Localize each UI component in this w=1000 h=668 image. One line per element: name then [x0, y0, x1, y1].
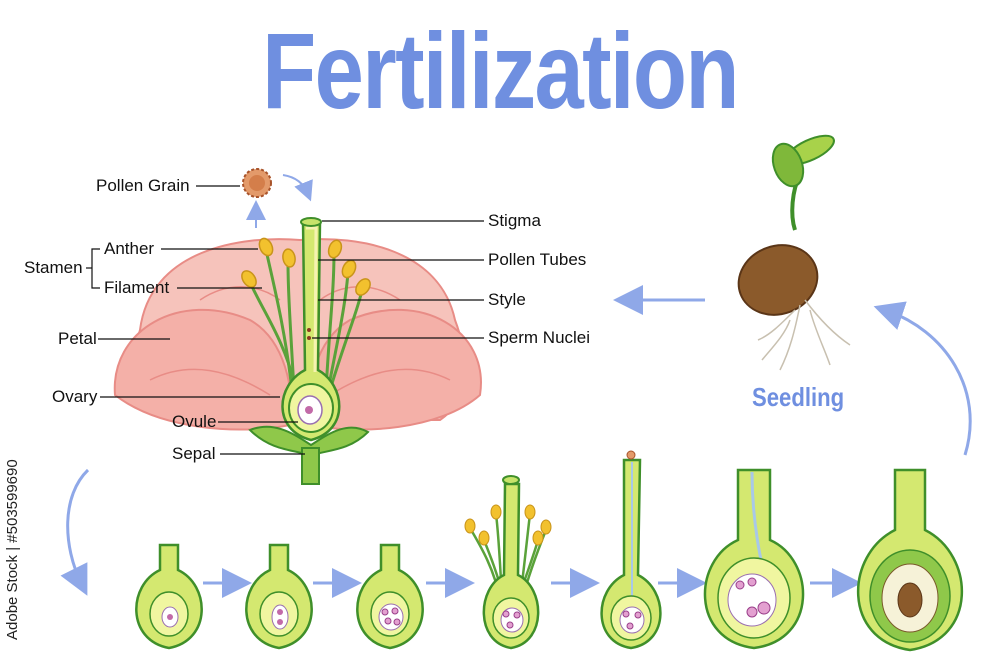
- stage-7-seed: [856, 468, 964, 652]
- label-stigma: Stigma: [488, 211, 541, 230]
- stem: [301, 447, 320, 485]
- label-seedling: Seedling: [752, 382, 845, 412]
- stage-6: [703, 468, 805, 650]
- label-sepal: Sepal: [172, 444, 216, 463]
- label-anther: Anther: [104, 239, 155, 258]
- sepal-shape: [248, 425, 370, 457]
- filaments: [248, 249, 364, 391]
- stage-2: [245, 543, 313, 650]
- stage-3: [356, 543, 424, 650]
- label-pollen-grain: Pollen Grain: [96, 176, 190, 195]
- label-ovary: Ovary: [52, 387, 98, 406]
- stage-4: [464, 475, 552, 650]
- leader-lines: [86, 185, 484, 455]
- label-style: Style: [488, 290, 526, 309]
- arrow-seed-to-seedling: [873, 301, 972, 456]
- label-pollen-tubes: Pollen Tubes: [488, 250, 587, 269]
- page-title: Fertilization: [262, 10, 739, 131]
- label-filament: Filament: [104, 278, 170, 297]
- label-ovule: Ovule: [172, 412, 217, 431]
- flower: [113, 217, 482, 485]
- pollen-arrow-right: [282, 174, 313, 202]
- pollen-grain-icon: [242, 168, 272, 198]
- label-stamen: Stamen: [24, 258, 83, 277]
- label-petal: Petal: [58, 329, 97, 348]
- stage-5: [600, 450, 662, 650]
- arrow-flower-to-stages: [60, 468, 90, 596]
- stage-1: [135, 543, 203, 650]
- label-sperm-nuclei: Sperm Nuclei: [488, 328, 591, 347]
- anthers: [241, 237, 371, 296]
- watermark-text: Adobe Stock | #503599690: [4, 459, 21, 640]
- seedling-icon: [737, 134, 851, 371]
- stigma-tip: [300, 217, 322, 227]
- pistil: [281, 220, 341, 442]
